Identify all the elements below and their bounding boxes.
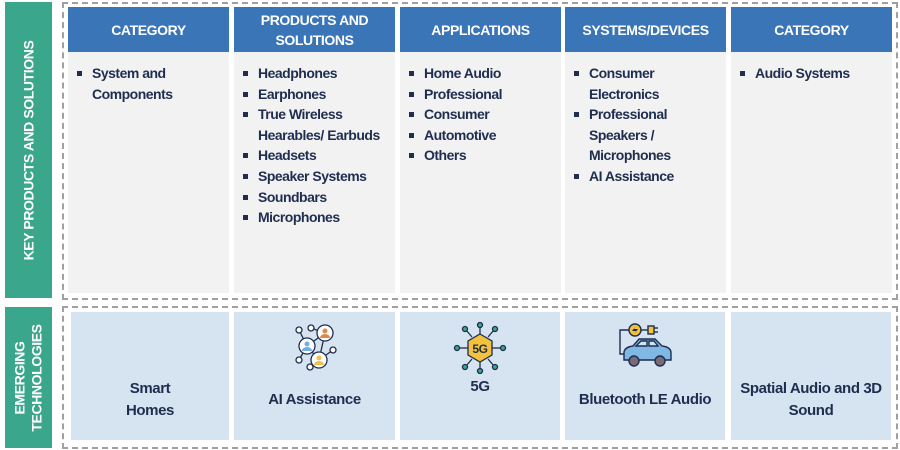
5g-chip-icon: 5G [452,322,508,374]
list-item: Professional Speakers / Microphones [573,104,726,166]
column-body: System and Components [68,52,229,293]
side-label-text: KEY PRODUCTS AND SOLUTIONS [20,40,37,260]
list-item: Consumer Electronics [573,63,726,104]
column-body: Audio Systems [731,52,892,293]
side-label-line2: TECHNOLOGIES [29,324,45,431]
bullet-list: System and Components [76,63,229,104]
tech-5g: 5G 5G [400,312,560,440]
tech-bluetooth-le-audio: Bluetooth LE Audio [565,312,725,440]
column-header: SYSTEMS/DEVICES [565,7,726,52]
bullet-list: HeadphonesEarphonesTrue Wireless Hearabl… [242,63,395,228]
list-item: System and Components [76,63,229,104]
side-label-text: EMERGINGTECHNOLOGIES [12,324,46,431]
list-item: Earphones [242,84,395,105]
side-label-emerging-technologies: EMERGINGTECHNOLOGIES [5,307,52,448]
column-body: Consumer ElectronicsProfessional Speaker… [565,52,726,293]
tech-label: Spatial Audio and 3D Sound [731,378,891,422]
tech-label: AI Assistance [234,389,395,411]
tech-spatial-audio: Spatial Audio and 3D Sound [731,312,891,440]
column-header: PRODUCTS AND SOLUTIONS [234,7,395,52]
column-header-text: APPLICATIONS [431,20,529,40]
list-item: Consumer [408,104,561,125]
tech-ai-assistance: AI Assistance [234,312,395,440]
column-body: Home AudioProfessionalConsumerAutomotive… [400,52,561,293]
side-label-key-products: KEY PRODUCTS AND SOLUTIONS [5,2,52,298]
tech-label: Smart Homes [71,378,229,422]
electric-car-icon [615,322,675,372]
list-item: Others [408,145,561,166]
bullet-list: Audio Systems [739,63,892,84]
svg-text:5G: 5G [472,342,487,356]
list-item: AI Assistance [573,166,726,187]
tech-label: 5G [400,376,560,398]
column-header-text: SYSTEMS/DEVICES [582,20,708,40]
column-header-text: CATEGORY [774,20,849,40]
network-people-icon [289,322,341,372]
column-header-text: CATEGORY [111,20,186,40]
column-header: CATEGORY [68,7,229,52]
list-item: Automotive [408,125,561,146]
column-header: APPLICATIONS [400,7,561,52]
column-header: CATEGORY [731,7,892,52]
bullet-list: Home AudioProfessionalConsumerAutomotive… [408,63,561,166]
list-item: Professional [408,84,561,105]
tech-smart-homes: Smart Homes [71,312,229,440]
list-item: Headphones [242,63,395,84]
list-item: Audio Systems [739,63,892,84]
list-item: Microphones [242,207,395,228]
bullet-list: Consumer ElectronicsProfessional Speaker… [573,63,726,187]
list-item: Headsets [242,145,395,166]
list-item: Soundbars [242,187,395,208]
list-item: True Wireless Hearables/ Earbuds [242,104,395,145]
column-body: HeadphonesEarphonesTrue Wireless Hearabl… [234,52,395,293]
tech-label: Bluetooth LE Audio [565,389,725,411]
column-header-text: PRODUCTS AND SOLUTIONS [256,10,373,50]
side-label-line1: EMERGING [12,341,28,414]
list-item: Speaker Systems [242,166,395,187]
list-item: Home Audio [408,63,561,84]
